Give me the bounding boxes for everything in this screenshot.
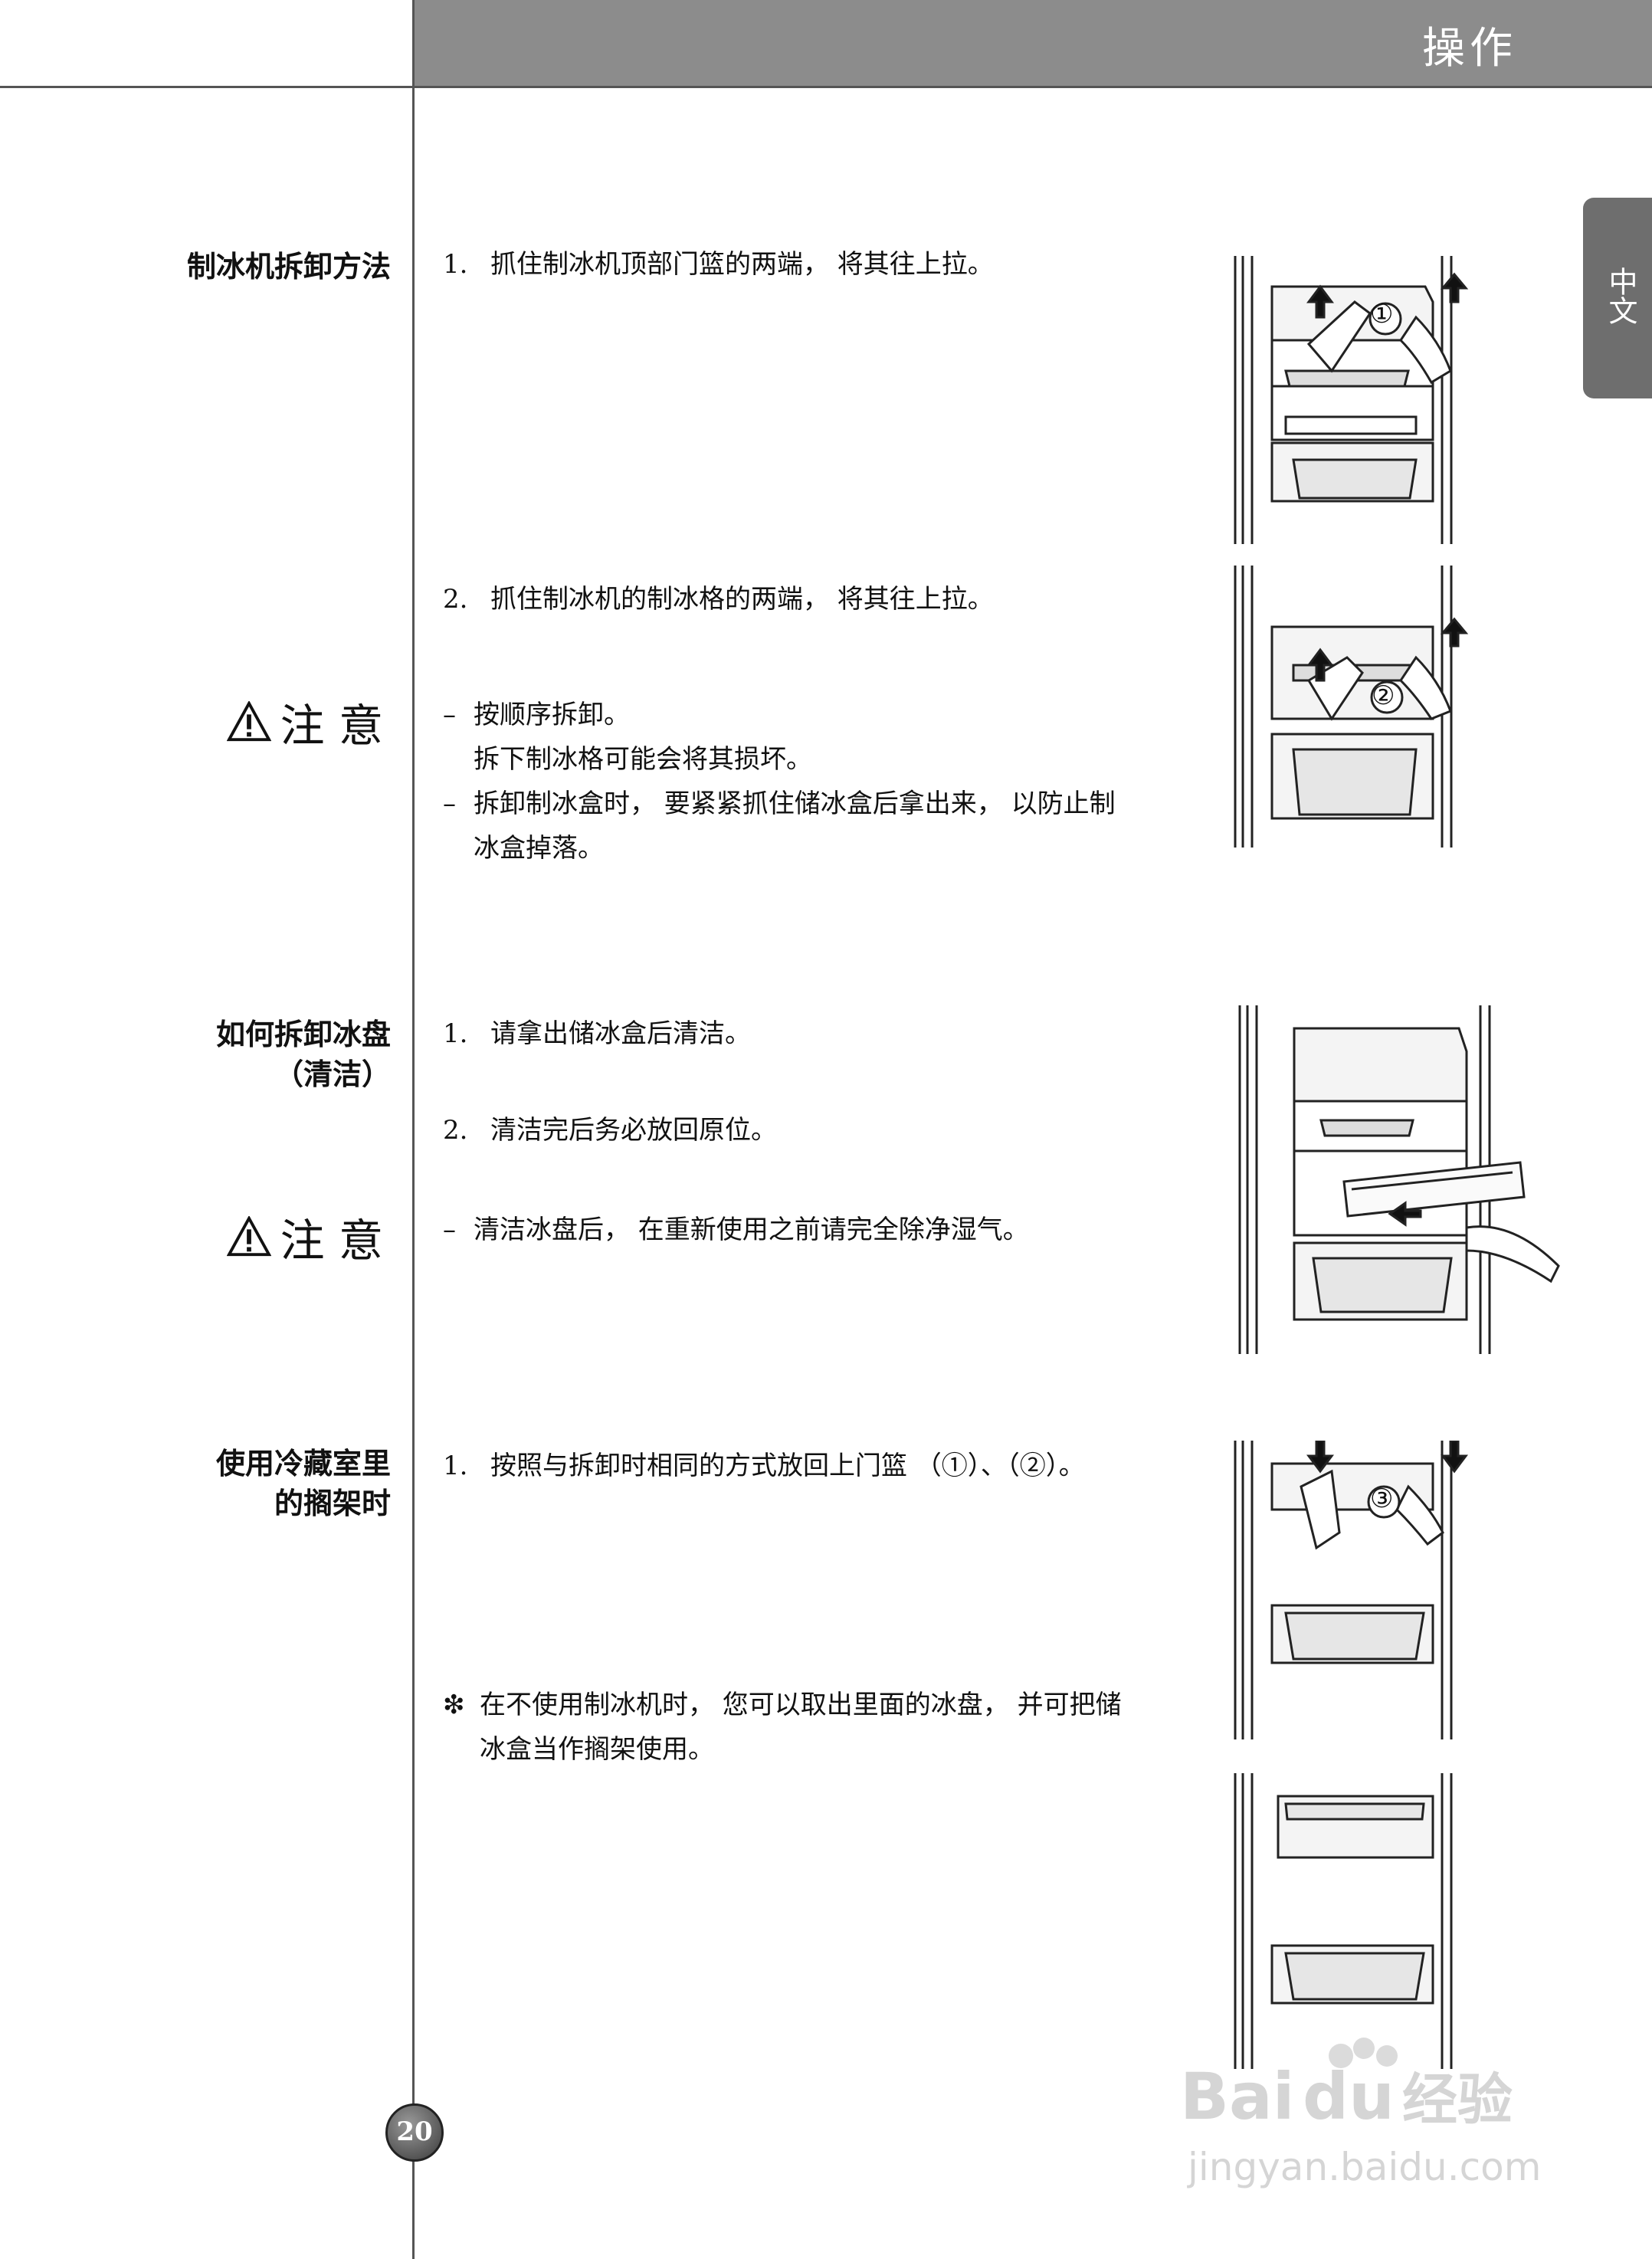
heading-remove-icemaker: 制冰机拆卸方法	[186, 250, 391, 284]
caution-heading-1: 注 意	[226, 690, 383, 754]
svg-text:Bai: Bai	[1180, 2059, 1295, 2134]
list-item-continued: 拆下制冰格可能会将其损坏。	[474, 744, 812, 775]
list-item: –拆卸制冰盒时， 要紧紧抓住储冰盒后拿出来， 以防止制	[443, 789, 1116, 819]
step-2: 2. 抓住制冰机的制冰格的两端， 将其往上拉。	[443, 577, 994, 621]
svg-text:jingyan.baidu.com: jingyan.baidu.com	[1187, 2145, 1541, 2189]
list-item-continued: 冰盒掉落。	[474, 833, 604, 864]
header-band: 操作	[414, 0, 1652, 87]
list-item: –按顺序拆卸。	[443, 700, 630, 730]
figure-3-badge: ③	[1370, 1484, 1394, 1514]
tray-step-2: 2. 清洁完后务必放回原位。	[443, 1108, 777, 1152]
caution-2-list: –清洁冰盘后， 在重新使用之前请完全除净湿气。	[443, 1208, 1029, 1252]
figure-1-badge: ①	[1370, 299, 1394, 330]
caution-heading-2: 注 意	[226, 1205, 383, 1269]
watermark-logo: Bai du 经验 jingyan.baidu.com	[1180, 2038, 1541, 2189]
shelf-note: ❇在不使用制冰机时， 您可以取出里面的冰盘， 并可把储 冰盒当作搁架使用。	[443, 1683, 1122, 1772]
step-number: 1.	[443, 1451, 468, 1481]
step-number: 1.	[443, 1018, 468, 1049]
page-number: 20	[385, 2103, 444, 2162]
step-text: 抓住制冰机的制冰格的两端， 将其往上拉。	[490, 584, 994, 615]
note-mark: ❇	[443, 1690, 465, 1720]
heading-shelf-use: 使用冷藏室里 的搁架时	[215, 1447, 391, 1520]
header-rule	[0, 86, 1652, 88]
column-divider	[412, 0, 415, 2259]
figure-remove-tray	[1234, 566, 1469, 848]
shelf-step-1: 1. 按照与拆卸时相同的方式放回上门篮 （①）、（②）。	[443, 1444, 1085, 1488]
figure-replace-basket	[1234, 1441, 1468, 1739]
figure-clean-tray	[1238, 1005, 1560, 1354]
header-title: 操作	[1422, 24, 1517, 74]
heading-remove-tray: 如何拆卸冰盘 （清洁）	[215, 1018, 391, 1091]
step-number: 1.	[443, 249, 468, 280]
list-item: –清洁冰盘后， 在重新使用之前请完全除净湿气。	[443, 1215, 1029, 1245]
language-tab[interactable]: 中文	[1583, 198, 1652, 398]
caution-1-list: –按顺序拆卸。 拆下制冰格可能会将其损坏。 –拆卸制冰盒时， 要紧紧抓住储冰盒后…	[443, 693, 1116, 870]
step-text: 按照与拆卸时相同的方式放回上门篮 （①）、（②）。	[490, 1451, 1085, 1481]
caution-title: 注 意	[280, 700, 383, 752]
svg-text:经验: 经验	[1402, 2067, 1513, 2132]
svg-text:du: du	[1303, 2059, 1395, 2134]
language-tab-label: 中文	[1604, 267, 1637, 325]
figure-2-badge: ②	[1372, 680, 1395, 711]
step-text: 请拿出储冰盒后清洁。	[490, 1018, 751, 1049]
tray-step-1: 1. 请拿出储冰盒后清洁。	[443, 1011, 751, 1056]
warning-icon	[226, 1216, 271, 1257]
step-number: 2.	[443, 1115, 468, 1146]
caution-title: 注 意	[280, 1215, 383, 1267]
step-text: 清洁完后务必放回原位。	[490, 1115, 777, 1146]
figure-remove-basket	[1234, 256, 1469, 544]
figure-shelves	[1234, 1773, 1453, 2069]
warning-icon	[226, 701, 271, 742]
step-text: 抓住制冰机顶部门篮的两端， 将其往上拉。	[490, 249, 994, 280]
step-number: 2.	[443, 584, 468, 615]
step-1: 1. 抓住制冰机顶部门篮的两端， 将其往上拉。	[443, 242, 994, 287]
